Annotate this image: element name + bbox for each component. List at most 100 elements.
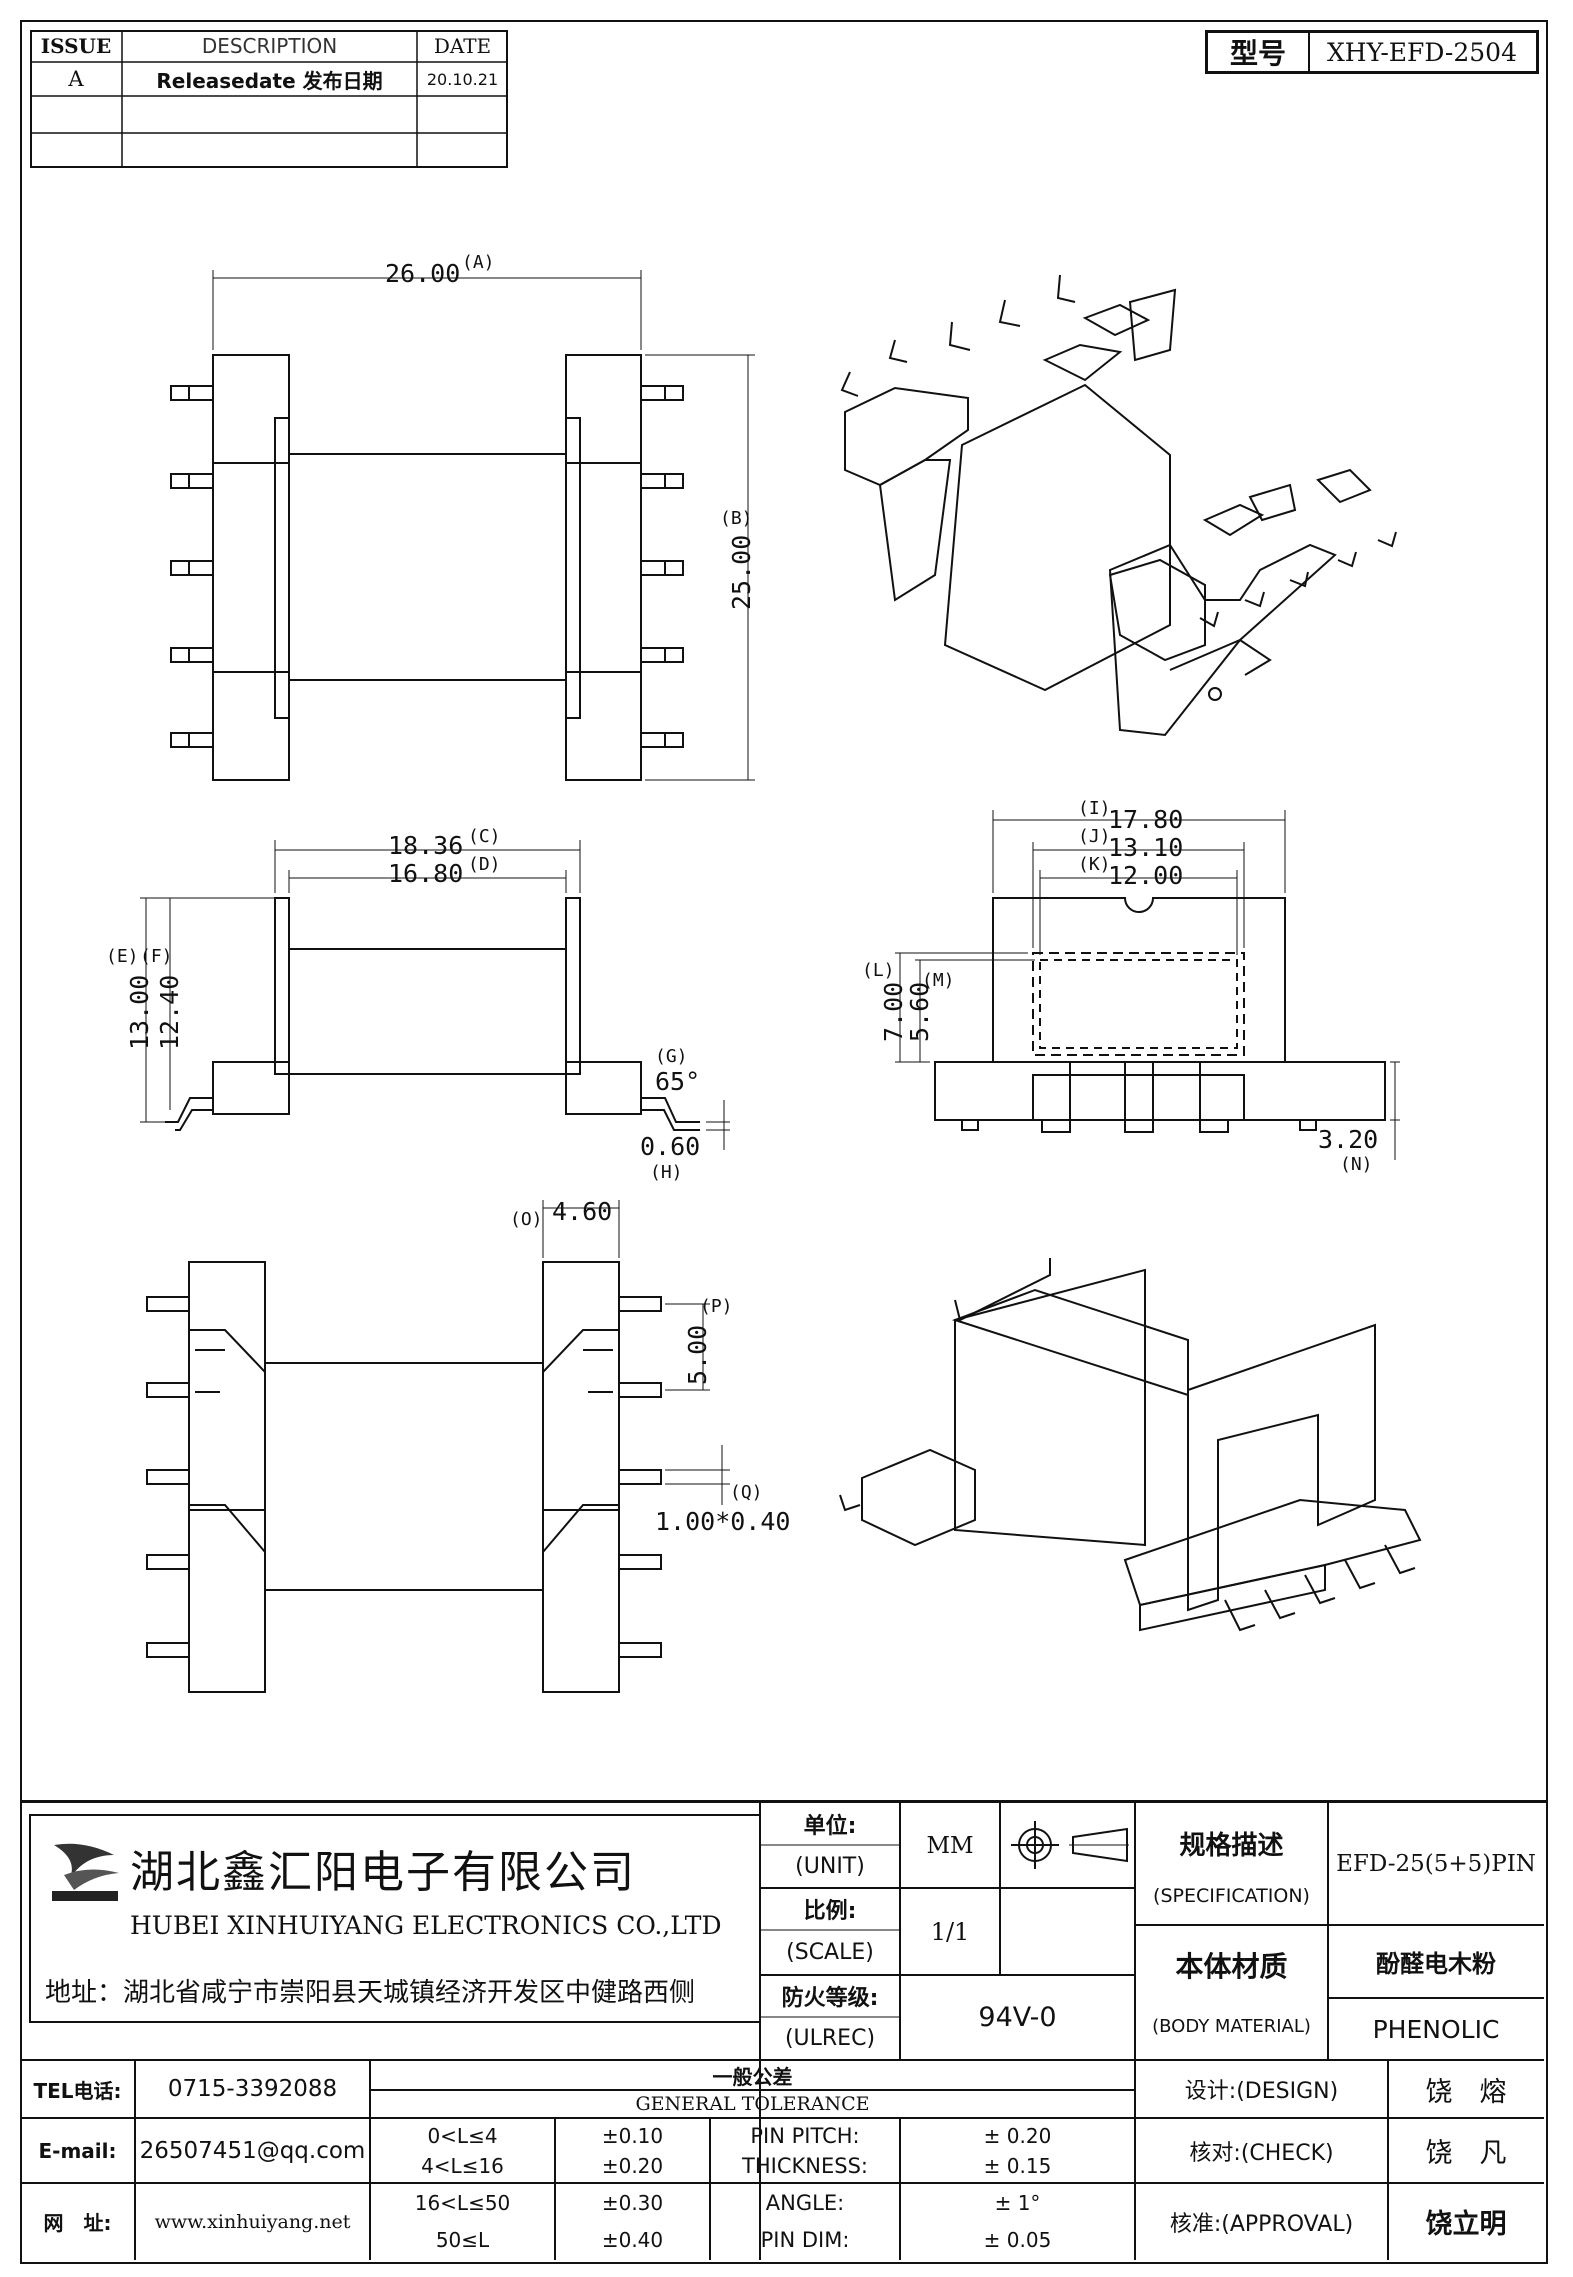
website-label: 网 址: bbox=[43, 2211, 112, 2235]
company-address: 地址：湖北省咸宁市崇阳县天城镇经济开发区中健路西侧 bbox=[45, 1977, 696, 2008]
tolerance-item-value: ± 0.20 bbox=[983, 2124, 1052, 2148]
dim-j-tag: (J) bbox=[1078, 826, 1111, 847]
dim-d-tag: (D) bbox=[468, 854, 501, 875]
unit-label-en: (UNIT) bbox=[795, 1854, 865, 1879]
tolerance-range: 0<L≤4 bbox=[427, 2124, 498, 2148]
dim-l-tag: (L) bbox=[862, 960, 895, 981]
tolerance-value: ±0.40 bbox=[601, 2228, 664, 2252]
bottom-view bbox=[146, 1200, 730, 1693]
design-label: 设计:(DESIGN) bbox=[1184, 2079, 1339, 2104]
dim-c-tag: (C) bbox=[468, 826, 501, 847]
dim-f-value: 12.40 bbox=[155, 975, 184, 1050]
dim-q-value: 1.00*0.40 bbox=[655, 1507, 790, 1536]
tel-value: 0715-3392088 bbox=[167, 2076, 338, 2102]
company-name-cn: 湖北鑫汇阳电子有限公司 bbox=[130, 1847, 636, 1898]
dim-b-value: 25.00 bbox=[727, 535, 756, 610]
tolerance-range: 50≤L bbox=[435, 2228, 490, 2252]
material-value-en: PHENOLIC bbox=[1372, 2014, 1500, 2044]
dim-m-tag: (M) bbox=[922, 970, 955, 991]
tolerance-item-value: ± 0.15 bbox=[983, 2154, 1052, 2178]
approval-label: 核准:(APPROVAL) bbox=[1169, 2211, 1354, 2237]
check-label: 核对:(CHECK) bbox=[1189, 2140, 1334, 2166]
tolerance-item-value: ± 1° bbox=[994, 2191, 1041, 2215]
technical-drawing: 26.00 (A) (B) 25.00 18.36 (C) 16.80 (D) … bbox=[106, 252, 1422, 1693]
unit-label-cn: 单位: bbox=[803, 1814, 857, 1839]
dim-o-tag: (O) bbox=[510, 1209, 543, 1230]
tolerance-title-cn: 一般公差 bbox=[712, 2064, 793, 2089]
dim-d-value: 16.80 bbox=[388, 859, 463, 888]
material-label-cn: 本体材质 bbox=[1175, 1950, 1288, 1983]
dim-i-value: 17.80 bbox=[1108, 805, 1183, 834]
dim-i-tag: (I) bbox=[1078, 798, 1111, 819]
spec-label-cn: 规格描述 bbox=[1179, 1830, 1284, 1861]
tolerance-title-en: GENERAL TOLERANCE bbox=[635, 2093, 870, 2115]
email-value: 26507451@qq.com bbox=[139, 2137, 366, 2164]
tolerance-value: ±0.10 bbox=[601, 2124, 664, 2148]
dim-g-tag: (G) bbox=[655, 1046, 688, 1067]
dim-e-value: 13.00 bbox=[125, 975, 154, 1050]
dim-b-tag: (B) bbox=[720, 508, 753, 529]
projection-symbol-icon bbox=[1005, 1815, 1130, 1875]
dim-n-tag: (N) bbox=[1340, 1154, 1373, 1175]
dim-g-value: 65° bbox=[655, 1067, 700, 1096]
tolerance-item-value: ± 0.05 bbox=[983, 2228, 1052, 2252]
revision-header-description: DESCRIPTION bbox=[201, 34, 338, 58]
dim-p-tag: (P) bbox=[700, 1296, 733, 1317]
revision-issue-cell: A bbox=[68, 67, 84, 91]
model-value: XHY-EFD-2504 bbox=[1327, 37, 1517, 67]
check-value: 饶 凡 bbox=[1425, 2138, 1507, 2169]
tolerance-item: ANGLE: bbox=[765, 2191, 845, 2215]
tolerance-item: THICKNESS: bbox=[742, 2154, 868, 2178]
revision-header-date: DATE bbox=[433, 34, 492, 58]
model-box: 型号 XHY-EFD-2504 bbox=[1205, 30, 1539, 74]
dim-h-value: 0.60 bbox=[640, 1132, 700, 1161]
dim-j-value: 13.10 bbox=[1108, 833, 1183, 862]
drawing-border bbox=[20, 20, 1548, 2264]
tel-label: TEL电话: bbox=[33, 2078, 122, 2103]
dim-k-tag: (K) bbox=[1078, 854, 1111, 875]
website-value: www.xinhuiyang.net bbox=[154, 2210, 351, 2233]
dim-k-value: 12.00 bbox=[1108, 861, 1183, 890]
dim-q-tag: (Q) bbox=[730, 1482, 763, 1503]
revision-description-cell: Releasedate 发布日期 bbox=[156, 68, 383, 93]
top-view bbox=[170, 270, 755, 781]
email-label: E-mail: bbox=[38, 2138, 117, 2163]
spec-value: EFD-25(5+5)PIN bbox=[1336, 1851, 1536, 1877]
fire-rating-value: 94V-0 bbox=[978, 2002, 1057, 2033]
tolerance-item: PIN DIM: bbox=[760, 2228, 850, 2252]
revision-date-cell: 20.10.21 bbox=[426, 69, 499, 89]
scale-label-en: (SCALE) bbox=[786, 1940, 874, 1965]
fire-rating-label-cn: 防火等级: bbox=[781, 1986, 879, 2011]
dim-e-tag: (E) bbox=[106, 946, 139, 967]
company-logo bbox=[44, 1835, 126, 1905]
tolerance-range: 4<L≤16 bbox=[421, 2154, 504, 2178]
dim-l-value: 7.00 bbox=[879, 982, 908, 1042]
title-block-separator bbox=[20, 1800, 1546, 1803]
scale-label-cn: 比例: bbox=[803, 1899, 857, 1924]
dim-n-value: 3.20 bbox=[1318, 1125, 1378, 1154]
material-value-cn: 酚醛电木粉 bbox=[1376, 1950, 1496, 1978]
side-view bbox=[140, 840, 730, 1150]
tolerance-value: ±0.30 bbox=[601, 2191, 664, 2215]
fire-rating-label-en: (ULREC) bbox=[784, 2026, 876, 2051]
revision-header-issue: ISSUE bbox=[40, 34, 112, 58]
tolerance-range: 16<L≤50 bbox=[414, 2191, 511, 2215]
tolerance-item: PIN PITCH: bbox=[750, 2124, 860, 2148]
dim-f-tag: (F) bbox=[140, 946, 173, 967]
material-label-en: (BODY MATERIAL) bbox=[1152, 2015, 1311, 2037]
dim-a-value: 26.00 bbox=[385, 259, 460, 288]
approval-value: 饶立明 bbox=[1425, 2209, 1507, 2240]
revision-table: ISSUE DESCRIPTION DATE A Releasedate 发布日… bbox=[30, 30, 508, 168]
spec-label-en: (SPECIFICATION) bbox=[1153, 1885, 1310, 1907]
unit-value: MM bbox=[926, 1832, 974, 1859]
model-label: 型号 bbox=[1208, 33, 1310, 71]
dim-p-value: 5.00 bbox=[683, 1325, 712, 1385]
dim-h-tag: (H) bbox=[650, 1162, 683, 1183]
scale-value: 1/1 bbox=[930, 1917, 970, 1946]
dim-m-value: 5.60 bbox=[905, 982, 934, 1042]
isometric-view-bottom bbox=[839, 1258, 1422, 1632]
isometric-view-top bbox=[840, 274, 1397, 737]
end-view bbox=[895, 810, 1400, 1160]
design-value: 饶 熔 bbox=[1425, 2076, 1507, 2108]
